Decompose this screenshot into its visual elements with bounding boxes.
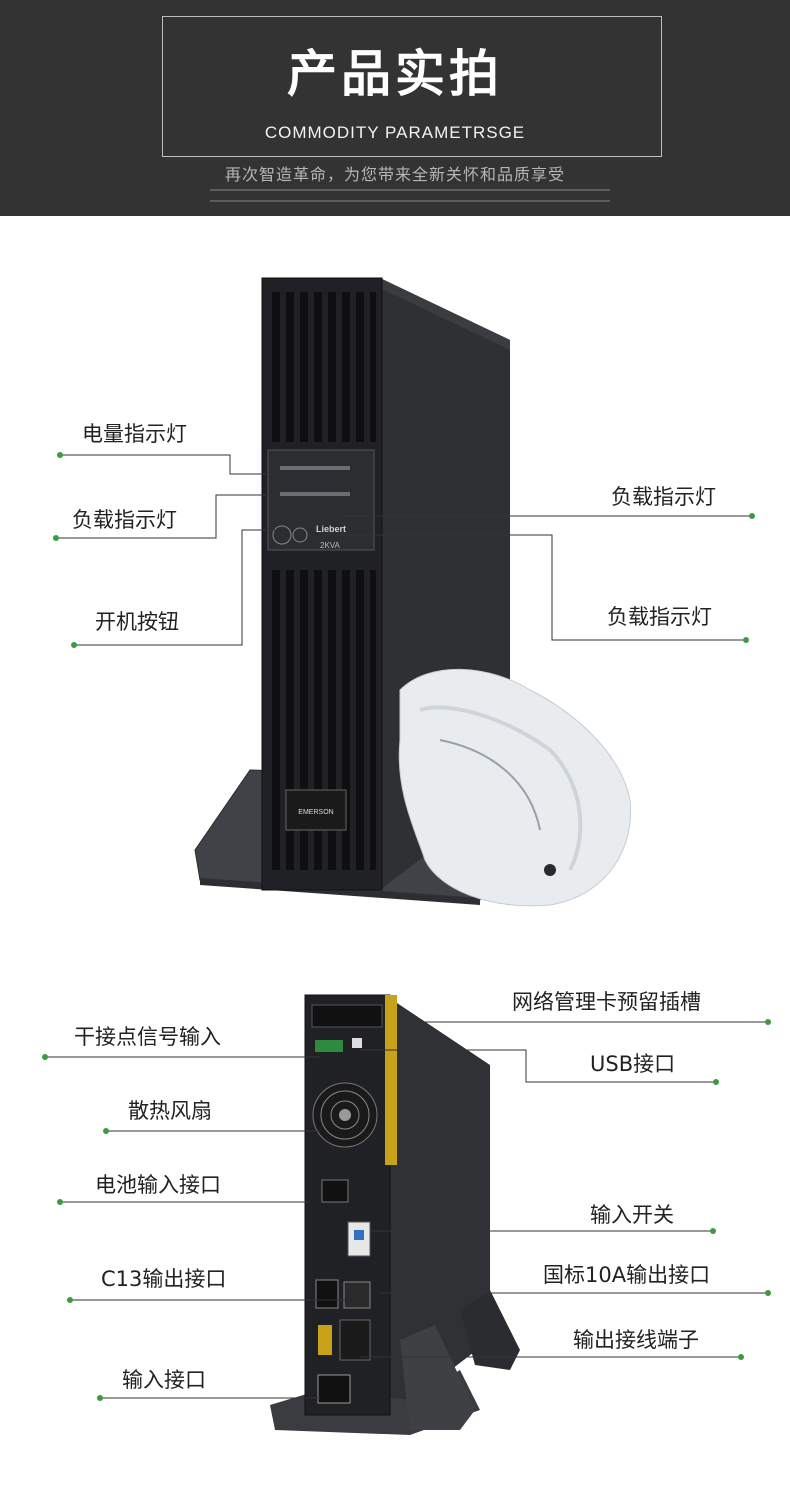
- brand-liebert: Liebert: [316, 524, 346, 534]
- label-battery-indicator: 电量指示灯: [82, 422, 187, 446]
- header-banner: 产品实拍 COMMODITY PARAMETRSGE 再次智造革命，为您带来全新…: [0, 0, 790, 216]
- label-load-indicator-right-2: 负载指示灯: [607, 605, 712, 629]
- label-nms-slot: 网络管理卡预留插槽: [512, 990, 701, 1014]
- banner-frame: [162, 16, 662, 157]
- ups-front-image: Liebert 2KVA EMERSON: [194, 277, 632, 907]
- model-label: 2KVA: [320, 541, 341, 550]
- banner-slogan: 再次智造革命，为您带来全新关怀和品质享受: [224, 165, 565, 184]
- callout-dot: [743, 637, 749, 643]
- callout-dot: [710, 1228, 716, 1234]
- callout-dot: [57, 1199, 63, 1205]
- label-load-indicator-left: 负载指示灯: [72, 508, 177, 532]
- banner-title: 产品实拍: [287, 45, 503, 103]
- label-dry-contact: 干接点信号输入: [74, 1025, 221, 1049]
- callout-dot: [71, 642, 77, 648]
- label-c13-output: C13输出接口: [101, 1267, 227, 1291]
- label-power-button: 开机按钮: [95, 610, 179, 634]
- callout-dot: [97, 1395, 103, 1401]
- callout-dot: [749, 513, 755, 519]
- ups-rear-image: [270, 994, 520, 1435]
- label-battery-input: 电池输入接口: [95, 1173, 221, 1197]
- callout-dot: [765, 1019, 771, 1025]
- callout-dot: [738, 1354, 744, 1360]
- callout-dot: [57, 452, 63, 458]
- label-ac-input: 输入接口: [122, 1368, 206, 1392]
- callout-dot: [765, 1290, 771, 1296]
- decorative-fine-print: [210, 189, 610, 191]
- callout-dot: [53, 535, 59, 541]
- callout-dot: [103, 1128, 109, 1134]
- label-output-terminal: 输出接线端子: [573, 1328, 699, 1352]
- label-fan: 散热风扇: [128, 1099, 212, 1123]
- decorative-fine-print: [210, 200, 610, 202]
- callout-dot: [42, 1054, 48, 1060]
- label-usb: USB接口: [590, 1052, 676, 1076]
- label-load-indicator-right-1: 负载指示灯: [611, 485, 716, 509]
- banner-subtitle: COMMODITY PARAMETRSGE: [264, 123, 526, 142]
- callout-dot: [713, 1079, 719, 1085]
- label-gb-output: 国标10A输出接口: [543, 1263, 711, 1287]
- label-input-switch: 输入开关: [590, 1203, 674, 1227]
- callout-dot: [67, 1297, 73, 1303]
- brand-emerson: EMERSON: [298, 809, 333, 816]
